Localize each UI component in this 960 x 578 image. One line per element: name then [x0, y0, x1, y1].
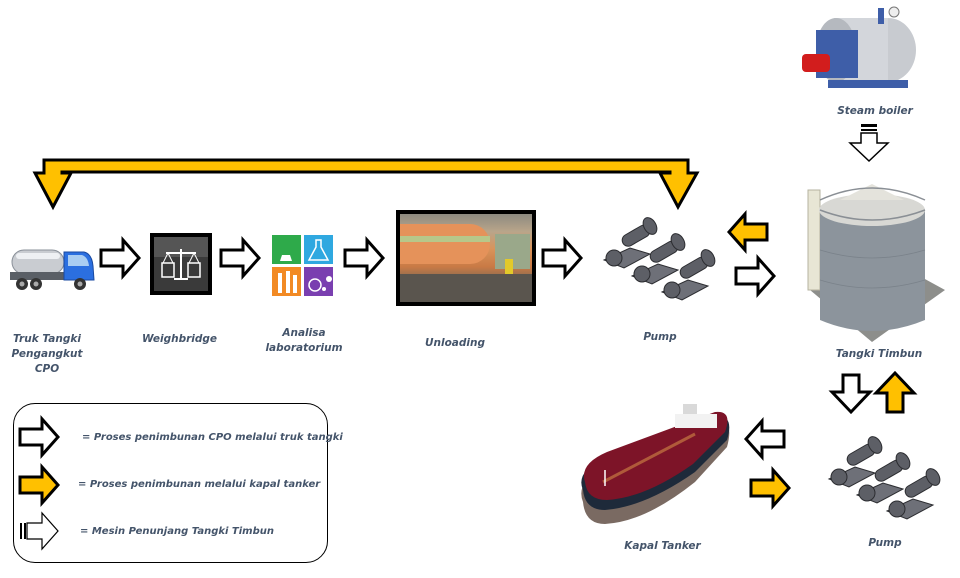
flow-arrow-pump2-to-tank-tanker	[872, 370, 918, 414]
flow-arrow-pump-to-tank	[734, 256, 776, 296]
node-label-truck-line-3: CPO	[34, 363, 60, 375]
storage-tank-icon	[807, 184, 945, 342]
node-label-pump-1: Pump	[643, 331, 677, 343]
legend-striped-arrow-icon	[20, 511, 59, 551]
flow-arrow-unloading-to-pump	[541, 238, 583, 278]
node-label-truck-line-2: Pengangkut	[11, 348, 83, 360]
legend-item-support-machine: = Mesin Penunjang Tangki Timbun	[80, 526, 274, 537]
tanker-ship-icon	[581, 404, 730, 524]
pump-icon	[827, 436, 941, 520]
node-label-steam-boiler: Steam boiler	[837, 105, 913, 117]
steam-boiler-icon	[802, 6, 916, 88]
legend	[13, 403, 328, 563]
flow-arrow-tank-to-pump2	[828, 373, 874, 415]
flow-arrow-tank-to-pump-tanker	[727, 212, 769, 252]
weighbridge-scale-icon	[150, 233, 212, 295]
legend-item-truck-process: = Proses penimbunan CPO melalui truk tan…	[82, 432, 343, 443]
node-label-unloading: Unloading	[424, 337, 485, 349]
legend-white-arrow-icon	[18, 417, 60, 457]
legend-item-tanker-process: = Proses penimbunan melalui kapal tanker	[78, 479, 321, 490]
flow-arrow-weighbridge-to-lab	[219, 238, 261, 278]
flow-arrow-pump2-to-ship	[744, 419, 786, 459]
node-label-weighbridge: Weighbridge	[141, 333, 218, 345]
node-label-tangki-timbun: Tangki Timbun	[835, 348, 923, 360]
support-arrow-boiler-to-tank	[848, 124, 890, 163]
tank-truck-icon	[10, 249, 95, 290]
flow-arrow-truck-to-weighbridge	[99, 238, 141, 278]
node-label-lab-line-2: laboratorium	[265, 342, 343, 354]
node-label-lab: Analisa laboratorium	[256, 326, 352, 356]
node-label-lab-line-1: Analisa	[282, 327, 326, 339]
node-label-truck: Truk Tangki Pengangkut CPO	[4, 332, 90, 377]
flow-arrow-ship-to-pump2-tanker	[749, 468, 791, 508]
node-label-pump-2: Pump	[868, 537, 902, 549]
pump-icon	[602, 217, 716, 301]
legend-yellow-arrow-icon	[18, 465, 60, 505]
flow-arrow-lab-to-unloading	[343, 238, 385, 278]
laboratory-icon	[272, 235, 333, 296]
unloading-photo	[396, 210, 536, 306]
node-label-truck-line-1: Truk Tangki	[13, 333, 81, 345]
node-label-kapal-tanker: Kapal Tanker	[624, 540, 701, 552]
